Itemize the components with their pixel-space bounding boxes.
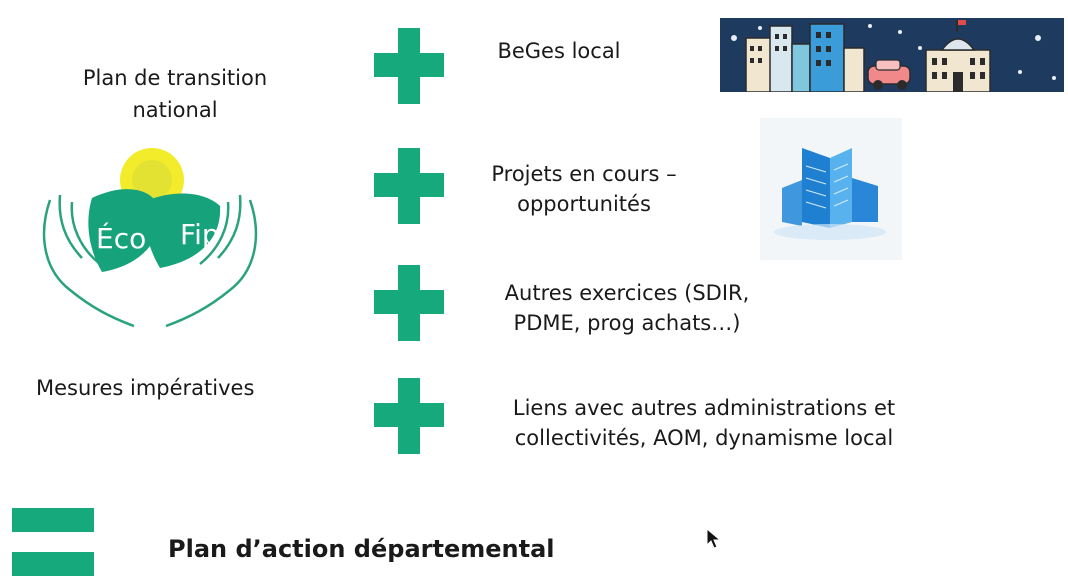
item-line: collectivités, AOM, dynamisme local bbox=[514, 426, 894, 450]
equals-icon bbox=[12, 508, 94, 532]
item-line: Autres exercices (SDIR, bbox=[504, 281, 750, 305]
building-icon bbox=[760, 118, 902, 260]
logo-text-fip: Fip bbox=[180, 218, 220, 251]
result-title: Plan d’action départemental bbox=[168, 535, 555, 563]
title-line-1: Plan de transition bbox=[82, 66, 268, 90]
plus-icon bbox=[374, 265, 444, 341]
item-line: Projets en cours – bbox=[491, 162, 677, 186]
logo-text-eco: Éco bbox=[96, 221, 146, 255]
item-liens: Liens avec autres administrations et col… bbox=[474, 393, 934, 453]
title-line-2: national bbox=[132, 98, 218, 122]
item-autres-exercices: Autres exercices (SDIR, PDME, prog achat… bbox=[472, 278, 782, 338]
item-projets: Projets en cours – opportunités bbox=[474, 159, 694, 219]
plus-icon bbox=[374, 28, 444, 104]
item-line: BeGes local bbox=[497, 39, 621, 63]
item-line: opportunités bbox=[517, 192, 651, 216]
city-illustration bbox=[720, 18, 1064, 92]
ecofip-logo: Éco Fip bbox=[42, 148, 258, 328]
item-beges: BeGes local bbox=[484, 36, 634, 66]
equals-icon bbox=[12, 552, 94, 576]
plan-transition-title: Plan de transition national bbox=[40, 62, 310, 126]
item-line: PDME, prog achats…) bbox=[513, 311, 741, 335]
plus-icon bbox=[374, 378, 444, 454]
plus-icon bbox=[374, 148, 444, 224]
cursor-icon bbox=[706, 528, 722, 549]
item-line: Liens avec autres administrations et bbox=[512, 396, 896, 420]
mesures-imperatives-label: Mesures impératives bbox=[36, 376, 255, 400]
